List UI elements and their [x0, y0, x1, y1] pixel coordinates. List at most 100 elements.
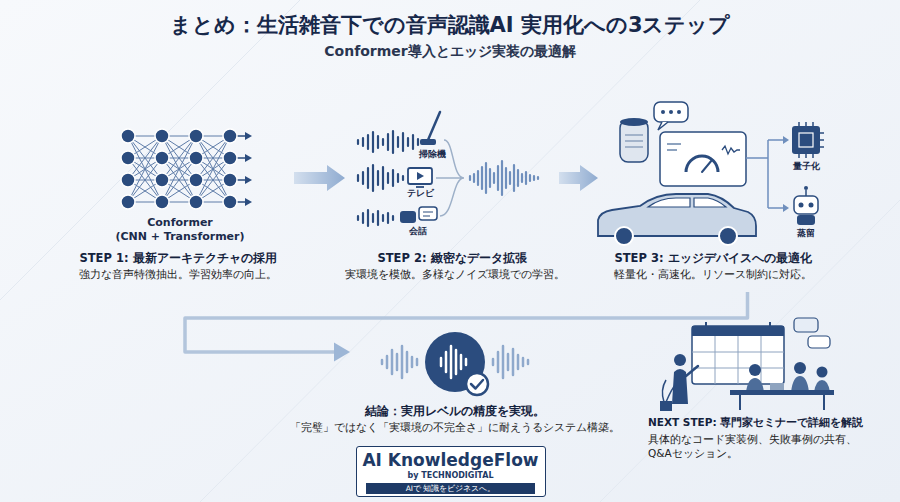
chat-lines [423, 212, 433, 216]
robot-head [794, 196, 818, 214]
noise-label: 会話 [409, 226, 427, 237]
person-head [817, 367, 828, 378]
bubble [654, 102, 688, 122]
car-icon [598, 194, 756, 245]
next-step-description: 具体的なコード実装例、失敗事例の共有、 Q&Aセッション。 [648, 432, 860, 460]
technique-label: 量子化 [793, 161, 820, 172]
speech-waveform [358, 210, 393, 226]
signal-line [722, 146, 740, 154]
speaker-body [620, 120, 648, 162]
step-description: 実環境を模倣。多様なノイズ環境での学習。 [345, 268, 559, 282]
tv-screen [408, 168, 432, 184]
neuron [121, 195, 135, 209]
output-arrowhead [245, 176, 252, 184]
neuron [155, 195, 169, 209]
tv-waveform [358, 165, 403, 191]
network-links [128, 136, 162, 202]
gauge-needle [702, 160, 712, 172]
neuron [121, 151, 135, 165]
flow-connector [559, 165, 598, 191]
calendar-board [692, 326, 784, 384]
plant-pot [660, 401, 672, 411]
technique-label: 蒸留 [797, 228, 815, 239]
vacuum-waveform [358, 131, 418, 153]
model-detail: (CNN + Transformer) [115, 230, 244, 243]
chat-bubble [400, 211, 416, 223]
meeting-bubble [808, 336, 830, 348]
vacuum-stick [428, 112, 440, 140]
step-description: 軽量化・高速化。リソース制約に対応。 [598, 268, 828, 282]
chat-bubble [419, 207, 437, 220]
vacuum-icon [420, 112, 440, 145]
step-panel: STEP 2: 緻密なデータ拡張実環境を模倣。多様なノイズ環境での学習。 [345, 110, 559, 292]
output-lines [230, 136, 246, 202]
vacuum-head [420, 139, 436, 145]
branch-lines [746, 140, 784, 208]
step-heading: STEP 1: 最新アーキテクチャの採用 [62, 251, 294, 266]
speaker-grille [625, 135, 643, 147]
neuron [189, 129, 203, 143]
next-step-heading: NEXT STEP: 専門家セミナーで詳細を解説 [648, 416, 880, 430]
connector-line [185, 292, 748, 352]
output-arrowhead [245, 132, 252, 140]
person-body [746, 378, 764, 392]
meeting-illustration [660, 318, 834, 411]
block-arrow [294, 165, 345, 191]
step-heading: STEP 3: エッジデバイスへの最適化 [598, 251, 828, 266]
noise-label: 掃除機 [419, 149, 446, 160]
meeting-table [730, 390, 834, 395]
chip-body [792, 126, 820, 154]
laptop [770, 383, 784, 390]
connector-arrowhead [334, 342, 350, 361]
neuron [189, 173, 203, 187]
step-panel: STEP 3: エッジデバイスへの最適化軽量化・高速化。リソース制約に対応。 [598, 110, 828, 292]
car-wheel [719, 227, 737, 245]
conclusion-heading: 結論：実用レベルの精度を実現。 [260, 404, 650, 420]
next-step-panel: NEXT STEP: 専門家セミナーで詳細を解説具体的なコード実装例、失敗事例の… [640, 312, 880, 462]
block-arrow [559, 165, 598, 191]
bubble-dot [661, 110, 665, 114]
neuron [223, 151, 237, 165]
car-wheel [615, 227, 633, 245]
plant-leaves [662, 380, 676, 402]
person-arm [686, 366, 698, 376]
output-arrowhead [245, 154, 252, 162]
mixed-waveform [470, 161, 538, 195]
step-heading: STEP 2: 緻密なデータ拡張 [345, 251, 559, 266]
neuron [121, 129, 135, 143]
robot-icon [794, 186, 818, 225]
dashboard-panel [660, 132, 746, 186]
result-inner-wave [441, 346, 466, 378]
neuron [155, 173, 169, 187]
person-head [794, 362, 806, 374]
flow-connector [185, 292, 748, 362]
car-window [648, 198, 690, 207]
bubble-dot [677, 110, 681, 114]
tv-stand [416, 186, 424, 188]
subtitle: Conformer導入とエッジ実装の最適解 [324, 43, 575, 60]
check-mark [471, 380, 483, 389]
network-links [162, 136, 196, 202]
chip-core [799, 133, 813, 147]
dashboard-icon [660, 132, 746, 186]
neuron [223, 195, 237, 209]
gauge-arc [686, 156, 718, 172]
meeting-bubble [794, 318, 818, 332]
branch-arrowhead [783, 136, 789, 144]
robot-body [797, 215, 815, 225]
diagram-title: まとめ：生活雑音下での音声認識AI 実用化への3ステップ [0, 12, 900, 39]
network-links [196, 136, 230, 202]
robot-antenna-tip [804, 186, 808, 190]
robot-eye [809, 203, 814, 208]
person-body [791, 376, 809, 392]
neuron [189, 151, 203, 165]
logo-subtitle: by TECHNODIGITAL [357, 471, 544, 481]
logo-title: AI KnowledgeFlow [357, 450, 544, 470]
calendar-grid [692, 336, 784, 384]
logo-tagline: AIで 知識をビジネスへ。 [366, 483, 535, 494]
calendar-rings [706, 322, 770, 330]
neuron [223, 173, 237, 187]
branch-arrowhead [783, 204, 789, 212]
model-name: Conformer [147, 216, 213, 229]
